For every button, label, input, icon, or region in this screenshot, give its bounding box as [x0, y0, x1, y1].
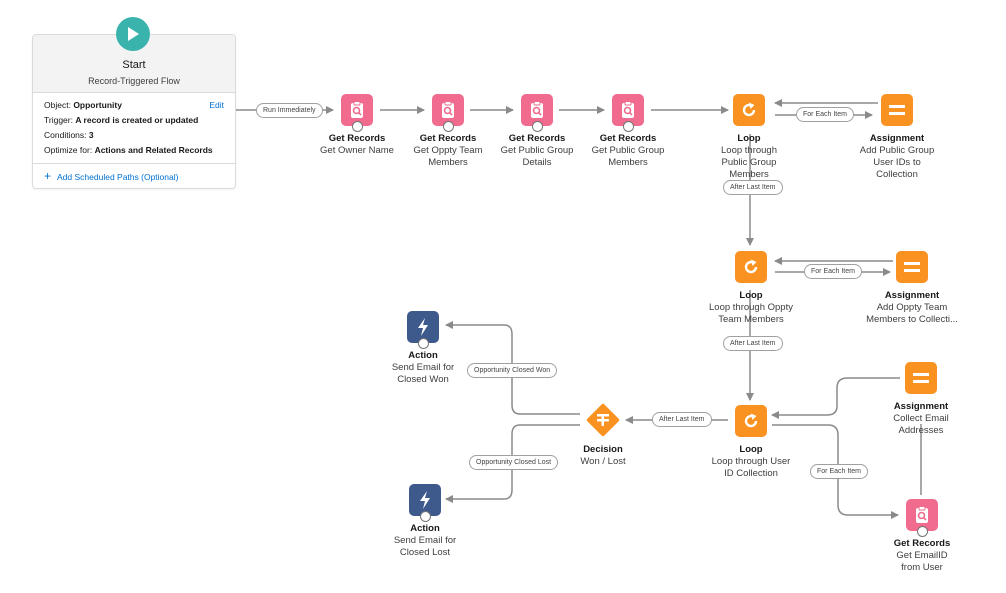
loop-icon — [735, 405, 767, 437]
node-type: Get Records — [599, 133, 657, 144]
node-label: Get Oppty Team Members — [413, 145, 483, 168]
node-type: Decision — [583, 444, 623, 455]
node-type: Action — [410, 523, 440, 534]
node-type: Get Records — [328, 133, 386, 144]
connector-assign-email-to-loop3 — [771, 377, 900, 419]
node-assign-collect-email[interactable]: Assignment Collect Email Addresses — [861, 362, 981, 437]
node-get-public-group-details[interactable]: Get Records Get Public Group Details — [477, 94, 597, 169]
connector-label-after-last-item[interactable]: After Last Item — [723, 336, 783, 351]
loop-icon — [733, 94, 765, 126]
action-bolt-icon — [409, 484, 441, 522]
node-type: Action — [408, 350, 438, 361]
node-type: Loop — [737, 133, 761, 144]
trigger-label: Trigger: — [44, 115, 73, 125]
connector-label-after-last-item[interactable]: After Last Item — [652, 412, 712, 427]
start-details: Edit Object: Opportunity Trigger: A reco… — [33, 93, 235, 163]
decision-icon — [586, 403, 620, 437]
object-value: Opportunity — [73, 100, 122, 110]
node-label: Add Oppty Team Members to Collecti... — [866, 302, 958, 325]
connector-label-closed-lost[interactable]: Opportunity Closed Lost — [469, 455, 559, 470]
play-icon — [128, 27, 139, 41]
connector-label-for-each-item[interactable]: For Each Item — [796, 107, 854, 122]
get-records-icon — [521, 94, 553, 132]
node-label: Add Public Group User IDs to Collection — [859, 145, 935, 180]
assignment-icon — [896, 251, 928, 283]
optimize-label: Optimize for: — [44, 145, 93, 155]
start-element-card[interactable]: Start Record-Triggered Flow Edit Object:… — [32, 34, 236, 189]
conditions-row: Conditions: 3 — [44, 128, 224, 143]
connector-label-after-last-item[interactable]: After Last Item — [723, 180, 783, 195]
plus-icon: + — [44, 169, 52, 183]
node-get-email-from-user[interactable]: Get Records Get EmailID from User — [862, 499, 982, 574]
get-records-icon — [612, 94, 644, 132]
node-type: Loop — [739, 444, 763, 455]
trigger-value: A record is created or updated — [75, 115, 199, 125]
node-label: Get EmailID from User — [896, 550, 948, 573]
get-records-icon — [432, 94, 464, 132]
start-play-button[interactable] — [116, 17, 150, 51]
conditions-label: Conditions: — [44, 130, 87, 140]
node-loop-oppty-team-members[interactable]: Loop Loop through Oppty Team Members — [691, 251, 811, 326]
node-type: Get Records — [508, 133, 566, 144]
node-label: Send Email for Closed Lost — [393, 535, 457, 558]
node-type: Loop — [739, 290, 763, 301]
get-records-icon — [341, 94, 373, 132]
node-label: Get Owner Name — [320, 145, 394, 156]
connector-label-closed-won[interactable]: Opportunity Closed Won — [467, 363, 558, 378]
action-bolt-icon — [407, 311, 439, 349]
object-row: Object: Opportunity — [44, 98, 224, 113]
node-loop-public-group-members[interactable]: Loop Loop through Public Group Members — [689, 94, 809, 181]
edit-link[interactable]: Edit — [209, 100, 224, 110]
node-type: Assignment — [869, 133, 925, 144]
node-label: Send Email for Closed Won — [391, 362, 455, 385]
node-anchor[interactable] — [420, 511, 431, 522]
get-records-icon — [906, 499, 938, 537]
node-label: Collect Email Addresses — [893, 413, 949, 436]
loop-icon — [735, 251, 767, 283]
trigger-row: Trigger: A record is created or updated — [44, 113, 224, 128]
node-loop-user-id-collection[interactable]: Loop Loop through User ID Collection — [691, 405, 811, 480]
node-get-owner-name[interactable]: Get Records Get Owner Name — [297, 94, 417, 157]
conditions-value: 3 — [88, 130, 94, 140]
node-label: Get Public Group Members — [591, 145, 665, 168]
object-label: Object: — [44, 100, 71, 110]
node-anchor[interactable] — [418, 338, 429, 349]
node-anchor[interactable] — [352, 121, 363, 132]
node-type: Get Records — [893, 538, 951, 549]
node-label: Loop through Public Group Members — [721, 145, 777, 180]
node-decision-won-lost[interactable]: Decision Won / Lost — [543, 403, 663, 468]
node-get-public-group-members[interactable]: Get Records Get Public Group Members — [568, 94, 688, 169]
add-scheduled-paths-link[interactable]: + Add Scheduled Paths (Optional) — [33, 163, 235, 188]
node-anchor[interactable] — [532, 121, 543, 132]
connector-label-for-each-item[interactable]: For Each Item — [810, 464, 868, 479]
node-type: Assignment — [893, 401, 949, 412]
node-action-send-email-won[interactable]: Action Send Email for Closed Won — [363, 311, 483, 386]
assignment-icon — [881, 94, 913, 126]
start-subtitle: Record-Triggered Flow — [88, 76, 180, 86]
node-assign-oppty-team-members[interactable]: Assignment Add Oppty Team Members to Col… — [852, 251, 972, 326]
node-anchor[interactable] — [917, 526, 928, 537]
node-assign-public-group-ids[interactable]: Assignment Add Public Group User IDs to … — [837, 94, 957, 181]
node-label: Won / Lost — [580, 456, 626, 467]
optimize-row: Optimize for: Actions and Related Record… — [44, 143, 224, 158]
node-label: Get Public Group Details — [500, 145, 574, 168]
node-anchor[interactable] — [623, 121, 634, 132]
node-action-send-email-lost[interactable]: Action Send Email for Closed Lost — [365, 484, 485, 559]
node-type: Get Records — [419, 133, 477, 144]
node-anchor[interactable] — [443, 121, 454, 132]
optimize-value: Actions and Related Records — [94, 145, 213, 155]
node-label: Loop through User ID Collection — [711, 456, 791, 479]
node-label: Loop through Oppty Team Members — [709, 302, 793, 325]
add-paths-label: Add Scheduled Paths (Optional) — [57, 172, 179, 182]
connector-label-run-immediately[interactable]: Run Immediately — [256, 103, 323, 118]
connector-label-for-each-item[interactable]: For Each Item — [804, 264, 862, 279]
node-get-oppty-team-members[interactable]: Get Records Get Oppty Team Members — [388, 94, 508, 169]
start-title: Start — [122, 59, 146, 71]
node-type: Assignment — [884, 290, 940, 301]
assignment-icon — [905, 362, 937, 394]
